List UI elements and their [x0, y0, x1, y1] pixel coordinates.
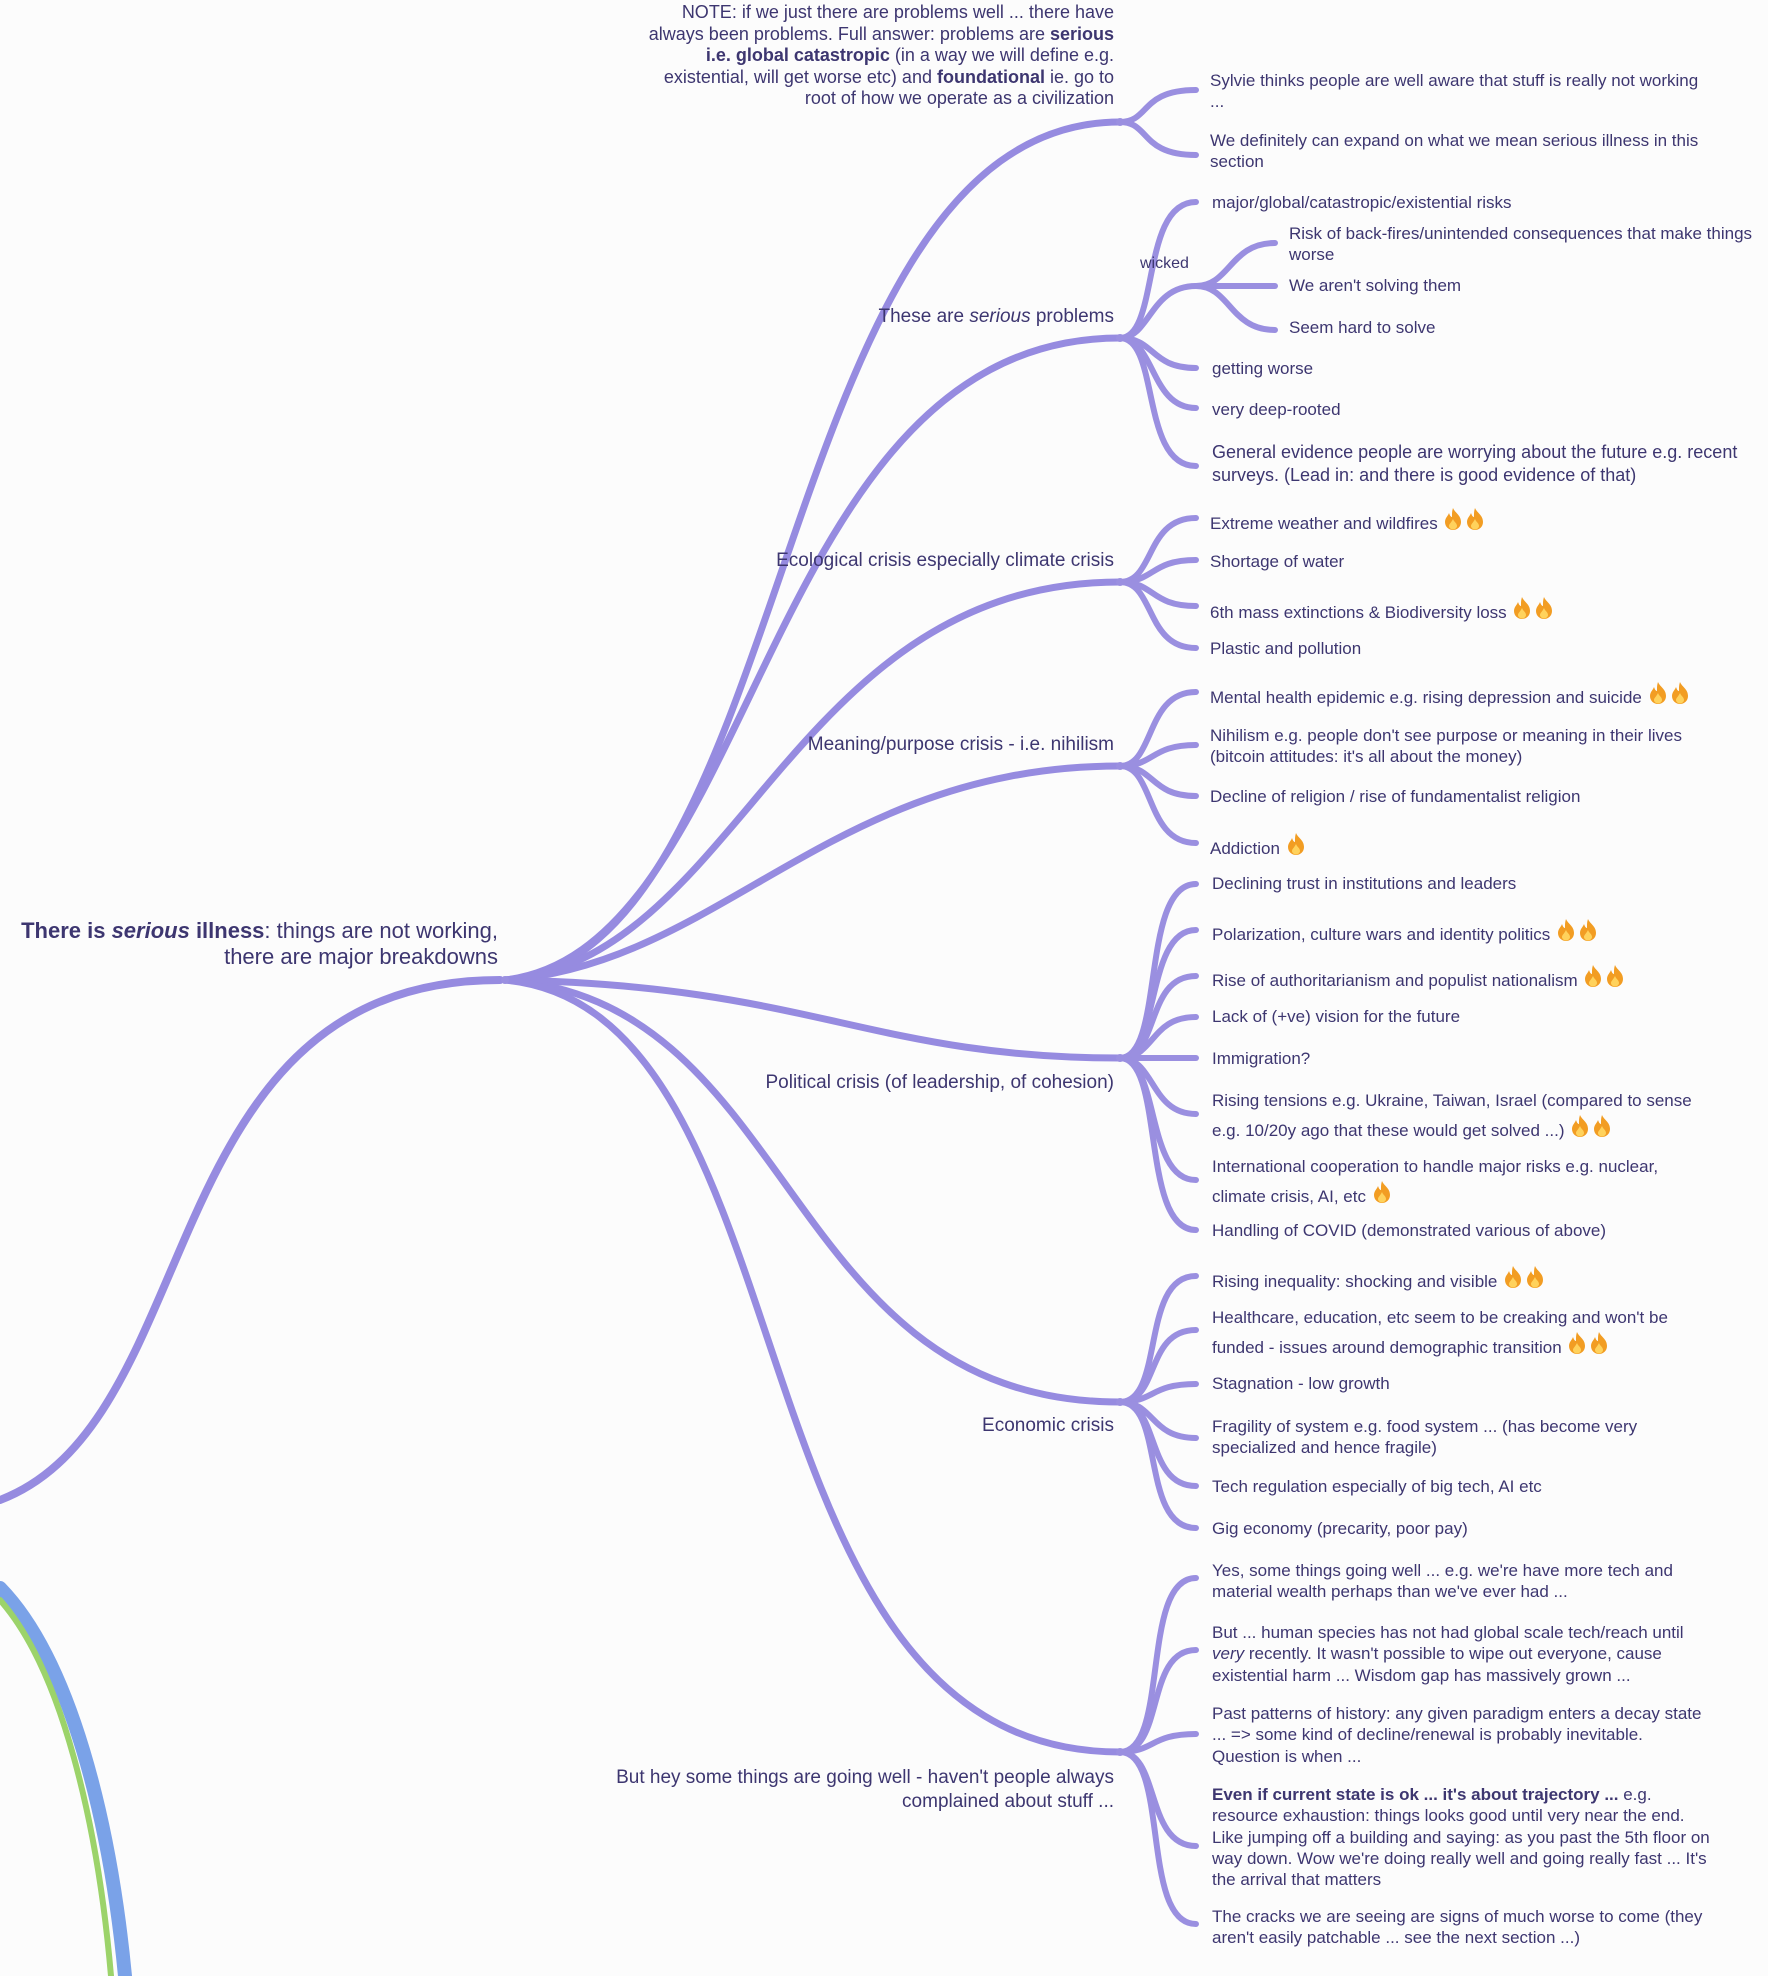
fire-icon: [1569, 1114, 1613, 1146]
political-child-3-text: Rise of authoritarianism and populist na…: [1212, 971, 1578, 990]
political-child-2-text: Polarization, culture wars and identity …: [1212, 925, 1551, 944]
political-child-7[interactable]: International cooperation to handle majo…: [1212, 1155, 1712, 1211]
economic-child-1-text: Rising inequality: shocking and visible: [1212, 1272, 1498, 1291]
edge-root-in: [0, 976, 504, 1504]
ecological-child-3[interactable]: 6th mass extinctions & Biodiversity loss: [1210, 596, 1555, 625]
note-line3: (in a way we will define e.g.: [889, 45, 1114, 66]
goingwell-child-4[interactable]: Even if current state is ok ... it's abo…: [1212, 1784, 1712, 1890]
economic-child-1[interactable]: Rising inequality: shocking and visible: [1212, 1265, 1546, 1294]
political-child-1[interactable]: Declining trust in institutions and lead…: [1212, 874, 1517, 893]
ecological-child-3-text: 6th mass extinctions & Biodiversity loss: [1210, 603, 1507, 622]
goingwell-child-1[interactable]: Yes, some things going well ... e.g. we'…: [1212, 1561, 1673, 1602]
goingwell-label-line2: complained about stuff ...: [902, 1790, 1114, 1812]
note-node[interactable]: NOTE: if we just there are problems well…: [649, 2, 1114, 110]
ecological-node[interactable]: Ecological crisis especially climate cri…: [776, 550, 1114, 571]
serious-emph: serious: [969, 306, 1031, 327]
root-node[interactable]: There is serious illness: things are not…: [21, 918, 498, 970]
edge-to-serious: [501, 334, 1124, 984]
wicked-child-1[interactable]: Risk of back-fires/unintended consequenc…: [1289, 224, 1753, 265]
political-node[interactable]: Political crisis (of leadership, of cohe…: [765, 1072, 1115, 1093]
wicked-node[interactable]: wicked: [1140, 255, 1189, 272]
goingwell-node[interactable]: But hey some things are going well - hav…: [616, 1766, 1114, 1814]
root-rest-line2: there are major breakdowns: [224, 943, 498, 969]
political-child-4[interactable]: Lack of (+ve) vision for the future: [1212, 1007, 1461, 1026]
fire-icon: [1511, 596, 1555, 625]
fire-icon: [1285, 832, 1307, 861]
economic-child-2[interactable]: Healthcare, education, etc seem to be cr…: [1212, 1306, 1712, 1362]
edge-to-goingwell: [501, 976, 1124, 1756]
ecological-child-1[interactable]: Extreme weather and wildfires: [1210, 507, 1486, 536]
meaning-node[interactable]: Meaning/purpose crisis - i.e. nihilism: [807, 734, 1114, 755]
edge-offscreen-green: [0, 1597, 114, 1976]
note-line1: NOTE: if we just there are problems well…: [681, 2, 1114, 22]
serious-prefix: These are: [878, 306, 970, 327]
note-line2: always been problems. Full answer: probl…: [648, 23, 1050, 44]
economic-child-5[interactable]: Tech regulation especially of big tech, …: [1212, 1477, 1542, 1496]
edge-offscreen-blue: [0, 1581, 132, 1976]
wicked-child-3[interactable]: Seem hard to solve: [1289, 318, 1436, 337]
serious-child-2[interactable]: getting worse: [1212, 359, 1314, 378]
political-child-6[interactable]: Rising tensions e.g. Ukraine, Taiwan, Is…: [1212, 1089, 1712, 1145]
edge-to-ecological: [501, 578, 1124, 984]
goingwell-child-2-post: recently. It wasn't possible to wipe out…: [1212, 1644, 1662, 1685]
goingwell-child-4-bold: Even if current state is ok ... it's abo…: [1212, 1785, 1619, 1804]
meaning-child-1-text: Mental health epidemic e.g. rising depre…: [1210, 688, 1642, 707]
economic-node[interactable]: Economic crisis: [982, 1415, 1114, 1436]
note-line5: root of how we operate as a civilization: [804, 88, 1114, 109]
fire-icon: [1371, 1180, 1393, 1212]
fire-icon: [1502, 1265, 1546, 1294]
serious-child-1[interactable]: major/global/catastropic/existential ris…: [1212, 193, 1512, 212]
goingwell-child-5[interactable]: The cracks we are seeing are signs of mu…: [1212, 1907, 1703, 1948]
political-child-7-text: International cooperation to handle majo…: [1212, 1157, 1659, 1206]
fire-icon: [1566, 1331, 1610, 1363]
economic-child-3[interactable]: Stagnation - low growth: [1212, 1374, 1390, 1393]
meaning-child-1[interactable]: Mental health epidemic e.g. rising depre…: [1210, 681, 1691, 710]
goingwell-child-4-rest: e.g. resource exhaustion: things looks g…: [1212, 1785, 1710, 1889]
economic-child-2-text: Healthcare, education, etc seem to be cr…: [1212, 1308, 1668, 1357]
fire-icon: [1582, 964, 1626, 993]
meaning-child-2[interactable]: Nihilism e.g. people don't see purpose o…: [1210, 726, 1682, 767]
root-emph: serious: [111, 918, 190, 943]
meaning-child-4-text: Addiction: [1210, 839, 1280, 858]
edge-to-economic: [501, 976, 1124, 1406]
goingwell-child-2-emph: very: [1212, 1644, 1245, 1664]
root-prefix: There is: [21, 918, 112, 943]
fire-icon: [1555, 918, 1599, 947]
note-line2-bold: serious: [1049, 23, 1114, 44]
serious-suffix: problems: [1030, 306, 1114, 327]
edge-to-meaning: [501, 762, 1124, 984]
economic-child-4[interactable]: Fragility of system e.g. food system ...…: [1212, 1417, 1638, 1458]
goingwell-label-line1: But hey some things are going well - hav…: [616, 1767, 1114, 1788]
note-line4-bold: foundational: [936, 66, 1045, 87]
political-child-2[interactable]: Polarization, culture wars and identity …: [1212, 918, 1599, 947]
ecological-child-1-text: Extreme weather and wildfires: [1210, 514, 1438, 533]
economic-child-6[interactable]: Gig economy (precarity, poor pay): [1212, 1519, 1468, 1538]
goingwell-child-2-pre: But ... human species has not had global…: [1212, 1623, 1684, 1642]
note-line4: existential, will get worse etc) and: [663, 66, 937, 87]
ecological-child-2[interactable]: Shortage of water: [1210, 552, 1345, 571]
fire-icon: [1442, 507, 1486, 536]
wicked-child-2[interactable]: We aren't solving them: [1289, 276, 1462, 295]
fire-icon: [1647, 681, 1691, 710]
political-child-5[interactable]: Immigration?: [1212, 1049, 1311, 1068]
goingwell-child-3[interactable]: Past patterns of history: any given para…: [1212, 1704, 1702, 1766]
political-child-3[interactable]: Rise of authoritarianism and populist na…: [1212, 964, 1626, 993]
political-child-6-text: Rising tensions e.g. Ukraine, Taiwan, Is…: [1212, 1091, 1692, 1140]
serious-child-3[interactable]: very deep-rooted: [1212, 400, 1341, 419]
note-line4-end: ie. go to: [1044, 66, 1114, 87]
goingwell-child-2[interactable]: But ... human species has not had global…: [1212, 1622, 1712, 1686]
meaning-child-3[interactable]: Decline of religion / rise of fundamenta…: [1210, 787, 1581, 806]
serious-child-4[interactable]: General evidence people are worrying abo…: [1212, 442, 1738, 485]
ecological-child-4[interactable]: Plastic and pollution: [1210, 639, 1362, 658]
meaning-child-4[interactable]: Addiction: [1210, 832, 1307, 861]
root-rest-line1: : things are not working,: [264, 918, 498, 943]
root-bold-rest: illness: [189, 918, 265, 943]
note-line3-bold: i.e. global catastropic: [705, 45, 890, 66]
note-child-2[interactable]: We definitely can expand on what we mean…: [1210, 131, 1699, 172]
note-child-1[interactable]: Sylvie thinks people are well aware that…: [1210, 71, 1699, 112]
political-child-8[interactable]: Handling of COVID (demonstrated various …: [1212, 1221, 1607, 1240]
edge-to-political: [501, 976, 1124, 1062]
serious-node[interactable]: These are serious problems: [879, 305, 1115, 329]
